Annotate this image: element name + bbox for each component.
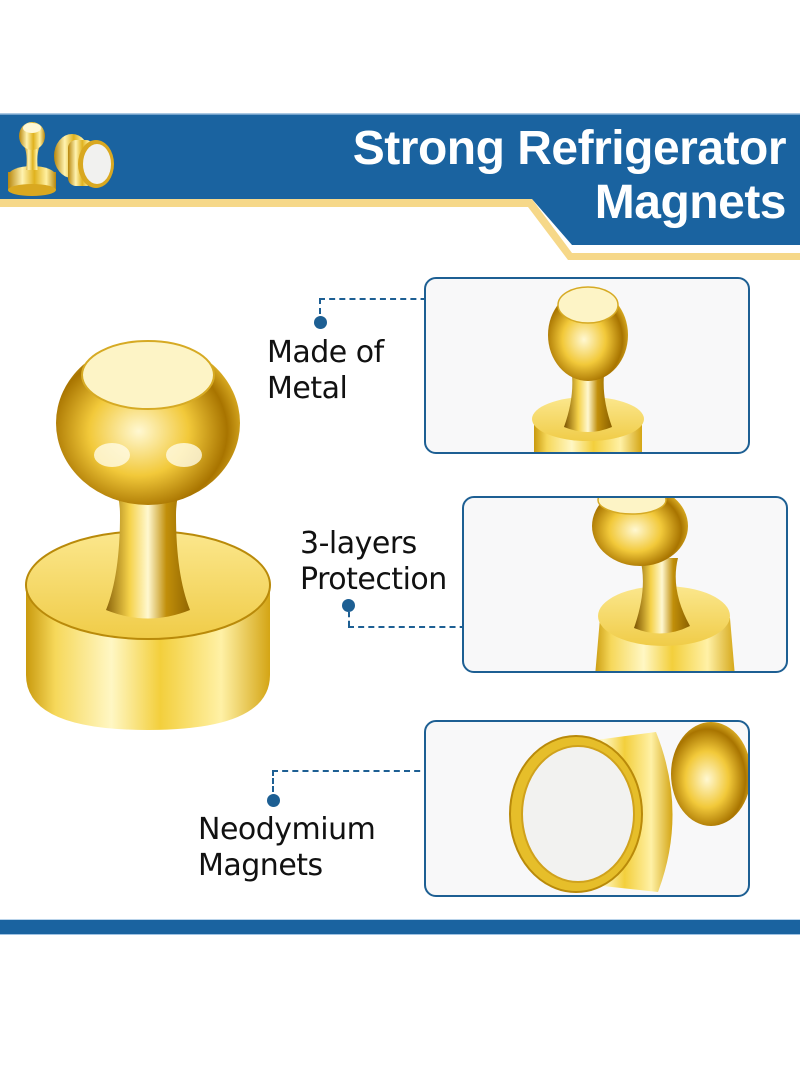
banner-title-line2: Magnets [594,176,787,229]
banner-title: Strong Refrigerator Magnets [266,122,787,230]
footer-bar [0,919,800,935]
banner-shape [0,113,800,260]
push-pin-head-closeup-image [532,286,644,452]
feature-label: Made of Metal [267,335,384,406]
callout-leader-line-vertical [272,770,274,792]
callout-dot [314,316,327,329]
magnet-pair-icon [8,122,114,196]
magnet-face-closeup-image [509,722,748,893]
push-pin-base-closeup-image [592,498,735,671]
callout-leader-line [272,770,542,772]
callout-dot [267,794,280,807]
callout-dot [342,599,355,612]
hero-magnet-image [25,340,271,730]
banner-title-line1: Strong Refrigerator [352,122,787,175]
callout-leader-line-vertical [348,612,350,626]
feature-image-box [424,720,750,897]
feature-image-box [424,277,750,454]
callout-leader-line-vertical [319,298,321,314]
feature-label: Neodymium Magnets [198,812,376,883]
feature-image-box [462,496,788,673]
feature-label: 3-layers Protection [300,526,447,597]
